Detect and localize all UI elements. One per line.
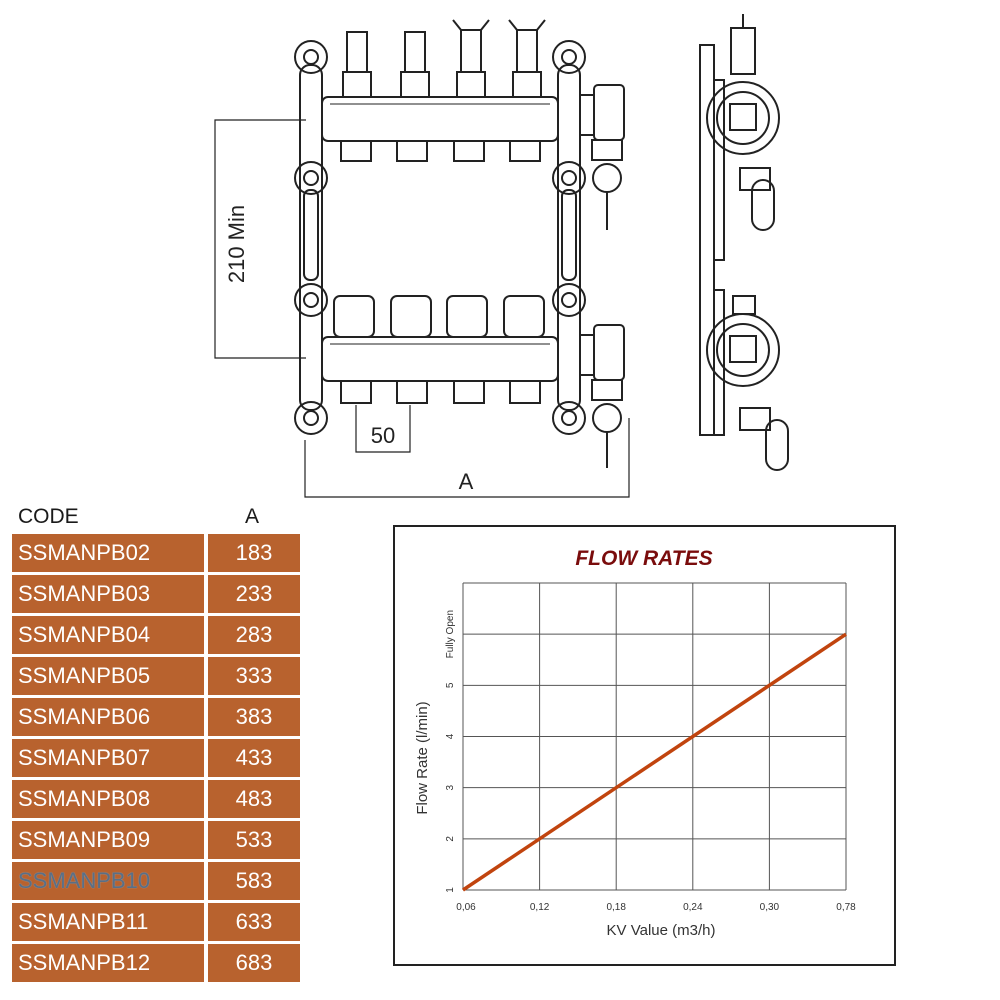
- left-bracket: [294, 40, 328, 435]
- header-code: CODE: [18, 505, 79, 528]
- right-bracket: [552, 40, 586, 435]
- table-cell-a: 633: [208, 903, 300, 941]
- table-cell-a: 533: [208, 821, 300, 859]
- width-dimension: [304, 418, 630, 498]
- spacing-dimension: [355, 405, 411, 453]
- table-header: CODE A: [12, 500, 300, 534]
- table-cell-code: SSMANPB03: [12, 575, 204, 613]
- table-cell-code: SSMANPB09: [12, 821, 204, 859]
- y-tick-label: Fully Open: [445, 610, 456, 658]
- table-cell-code: SSMANPB11: [12, 903, 204, 941]
- y-tick-label: 2: [445, 836, 456, 842]
- table-cell-a: 183: [208, 534, 300, 572]
- return-manifold: [321, 295, 559, 404]
- table-cell-code: SSMANPB10: [12, 862, 204, 900]
- table-cell-a: 233: [208, 575, 300, 613]
- x-tick-label: 0,30: [760, 902, 780, 913]
- table-cell-a: 333: [208, 657, 300, 695]
- manifold-drawing: 210 Min 50 A: [214, 14, 789, 498]
- x-tick-label: 0,06: [456, 902, 476, 913]
- header-a: A: [245, 505, 260, 528]
- series-line: [462, 632, 847, 892]
- width-dimension-label: A: [459, 469, 474, 494]
- chart-frame: [393, 525, 896, 966]
- upper-ball-valve: [579, 84, 625, 230]
- table-cell-code: SSMANPB04: [12, 616, 204, 654]
- x-axis-label: KV Value (m3/h): [607, 922, 716, 939]
- chart-grid: [462, 582, 847, 891]
- chart-title: FLOW RATES: [575, 547, 712, 570]
- y-tick-label: 1: [445, 887, 456, 893]
- y-tick-label: 5: [445, 682, 456, 688]
- x-tick-label: 0,78: [836, 902, 856, 913]
- table-cell-code: SSMANPB08: [12, 780, 204, 818]
- table-cell-a: 283: [208, 616, 300, 654]
- side-view: [699, 14, 789, 471]
- y-axis-label: Flow Rate (l/min): [414, 701, 431, 814]
- chart-series: [462, 632, 847, 892]
- table-cell-code: SSMANPB12: [12, 944, 204, 982]
- table-cell-a: 433: [208, 739, 300, 777]
- x-tick-label: 0,12: [530, 902, 550, 913]
- lower-ball-valve: [579, 324, 625, 468]
- table-cell-code: SSMANPB02: [12, 534, 204, 572]
- table-cell-code: SSMANPB06: [12, 698, 204, 736]
- spacing-dimension-label: 50: [371, 423, 395, 448]
- x-tick-label: 0,24: [683, 902, 703, 913]
- height-dimension: [214, 119, 306, 359]
- table-cell-code: SSMANPB07: [12, 739, 204, 777]
- table-cell-code: SSMANPB05: [12, 657, 204, 695]
- height-dimension-label: 210 Min: [224, 205, 249, 283]
- flow-rates-chart: FLOW RATES 0,06 0,12 0,18 0,24 0,30 0,78 1 2 3 4 5…: [393, 525, 896, 966]
- y-tick-label: 4: [445, 733, 456, 739]
- table-cell-a: 483: [208, 780, 300, 818]
- table-cell-a: 583: [208, 862, 300, 900]
- y-tick-label: 3: [445, 784, 456, 790]
- table-cell-a: 683: [208, 944, 300, 982]
- table-cell-a: 383: [208, 698, 300, 736]
- chart-ticks: 0,06 0,12 0,18 0,24 0,30 0,78 1 2 3 4 5 Fully Open: [445, 610, 856, 913]
- x-tick-label: 0,18: [606, 902, 626, 913]
- supply-manifold: [321, 19, 559, 162]
